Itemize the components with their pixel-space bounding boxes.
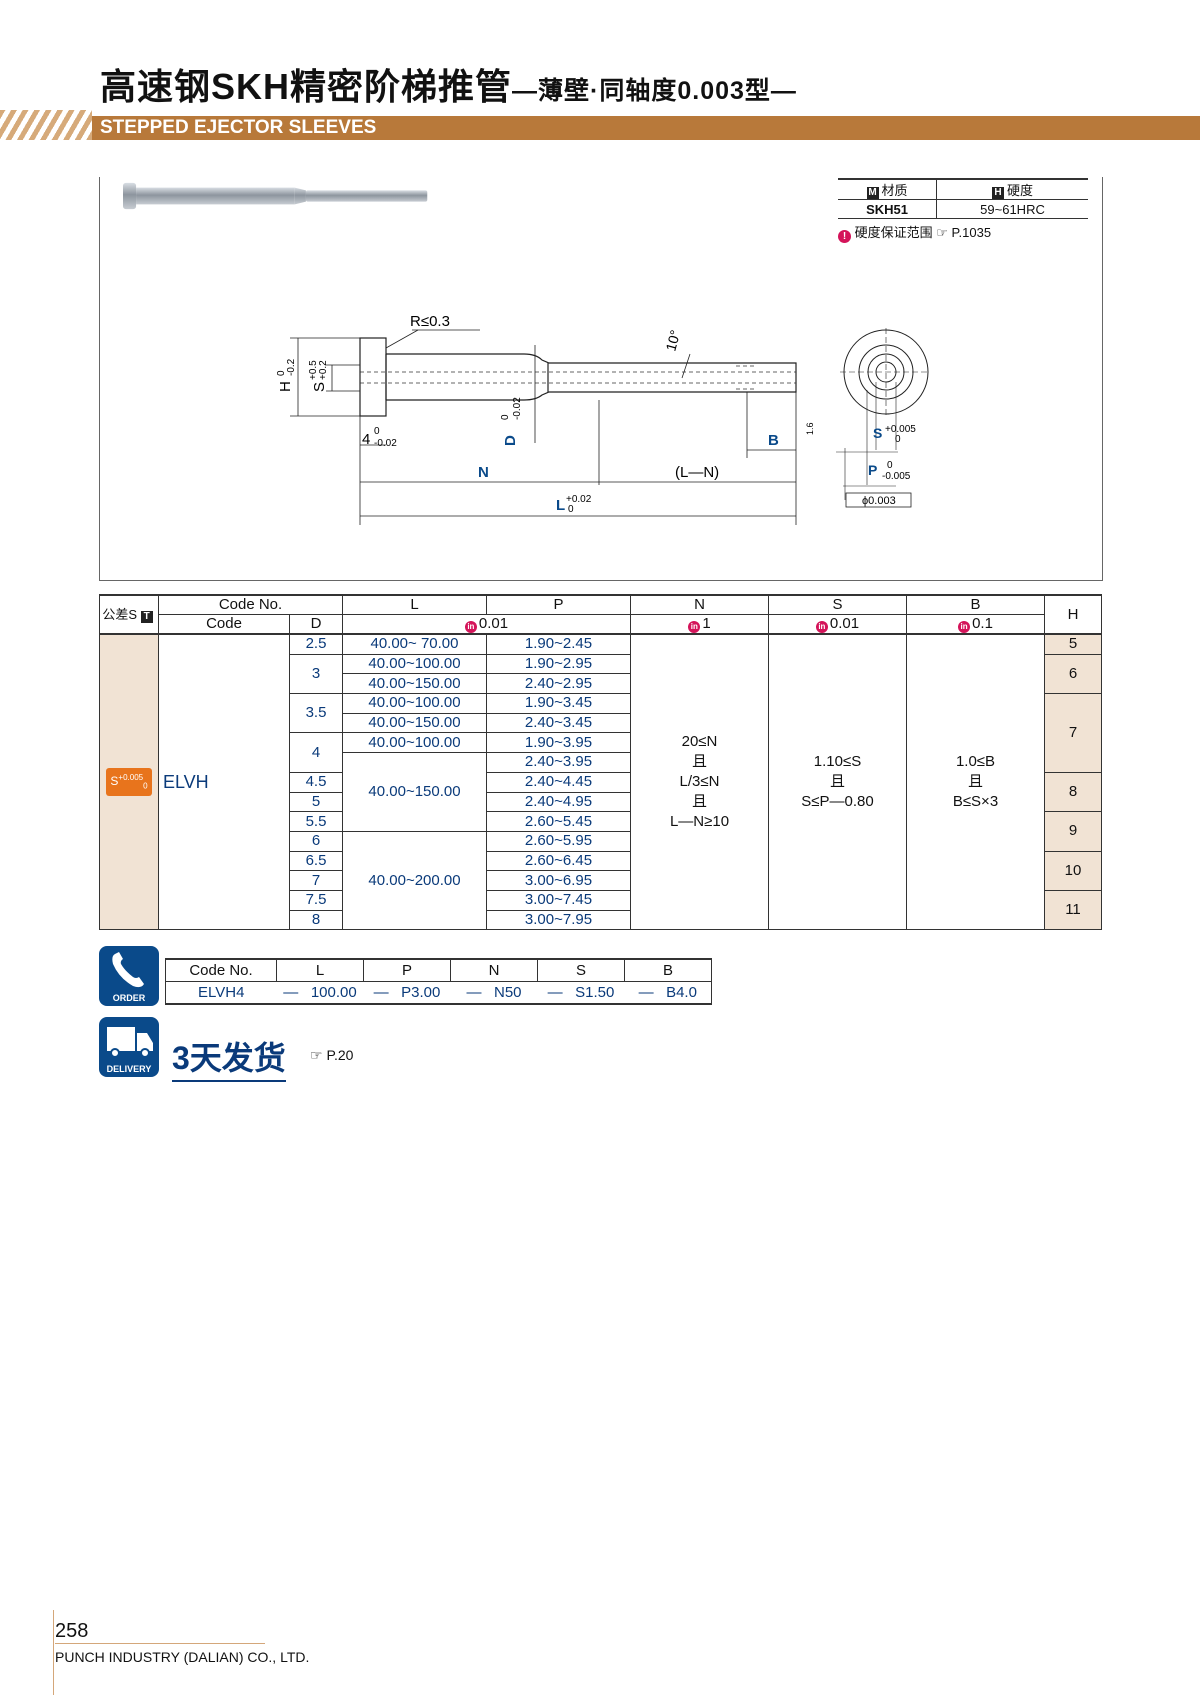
section-title: STEPPED EJECTOR SLEEVES <box>100 117 377 138</box>
svg-text:0: 0 <box>276 370 287 376</box>
svg-text:N: N <box>478 464 489 481</box>
svg-text:S: S <box>873 425 882 441</box>
footer-vline <box>53 1610 54 1695</box>
page-title: 高速钢SKH精密阶梯推管—薄壁·同轴度0.003型— <box>100 66 797 107</box>
section-band <box>0 116 1200 140</box>
svg-text:10°: 10° <box>662 328 683 353</box>
in-unit-icon: in <box>688 621 701 633</box>
material-value: SKH51 <box>838 199 937 219</box>
svg-text:B: B <box>768 432 779 449</box>
tol-badge-cell: S+0.0050 <box>99 633 159 931</box>
hardness-note: ! 硬度保证范围 ☞ P.1035 <box>838 222 991 243</box>
svg-text:+0.02: +0.02 <box>566 494 592 505</box>
pointing-hand-icon: ☞ <box>310 1047 323 1063</box>
svg-text:(L—N): (L—N) <box>675 464 719 481</box>
order-example: Code No. L P N S B ELVH4 — 100.00 — P3.0… <box>165 958 712 1005</box>
tol-header: 公差S T <box>99 594 159 635</box>
svg-text:S: S <box>311 382 328 392</box>
in-unit-icon: in <box>464 621 477 633</box>
technical-drawing: R≤0.3 10° H 0 -0.2 S +0.5 +0.2 4 0 -0.02… <box>276 313 930 525</box>
svg-text:-0.005: -0.005 <box>882 471 911 482</box>
svg-text:+0.005: +0.005 <box>885 424 916 435</box>
product-photo <box>123 182 428 210</box>
svg-text:0: 0 <box>887 460 893 471</box>
svg-text:0: 0 <box>895 434 901 445</box>
svg-text:-0.02: -0.02 <box>512 397 523 420</box>
tol-badge: S+0.0050 <box>106 767 152 797</box>
code-cell: ELVH <box>158 633 290 931</box>
svg-text:1.6: 1.6 <box>805 422 815 435</box>
page-number: 258 <box>55 1620 89 1642</box>
svg-text:L: L <box>556 497 565 514</box>
in-unit-icon: in <box>958 621 971 633</box>
svg-text:+0.5: +0.5 <box>308 360 319 380</box>
svg-text:ϕ0.003: ϕ0.003 <box>862 495 896 507</box>
delivery-ref: ☞ P.20 <box>310 1047 354 1063</box>
svg-text:-0.2: -0.2 <box>286 358 297 376</box>
footer-line <box>55 1643 265 1644</box>
pointing-hand-icon: ☞ <box>936 225 948 240</box>
svg-text:H: H <box>277 381 294 392</box>
svg-text:0: 0 <box>374 426 380 437</box>
svg-text:4: 4 <box>362 431 370 448</box>
svg-text:-0.02: -0.02 <box>374 438 397 449</box>
svg-text:P: P <box>868 462 877 478</box>
delivery-days: 3天发货 <box>172 1033 286 1082</box>
svg-text:0: 0 <box>568 504 574 515</box>
delivery-icon: DELIVERY <box>99 1017 159 1077</box>
svg-text:+0.2: +0.2 <box>318 360 329 380</box>
in-unit-icon: in <box>815 621 828 633</box>
band-stripes <box>0 110 92 140</box>
order-icon: ORDER <box>99 946 159 1006</box>
company-name: PUNCH INDUSTRY (DALIAN) CO., LTD. <box>55 1649 310 1665</box>
svg-text:D: D <box>502 435 519 446</box>
figure-frame <box>99 177 1103 581</box>
svg-text:R≤0.3: R≤0.3 <box>410 313 450 330</box>
svg-text:0: 0 <box>500 414 511 420</box>
hardness-value: 59~61HRC <box>936 199 1088 219</box>
info-icon: ! <box>838 230 851 243</box>
